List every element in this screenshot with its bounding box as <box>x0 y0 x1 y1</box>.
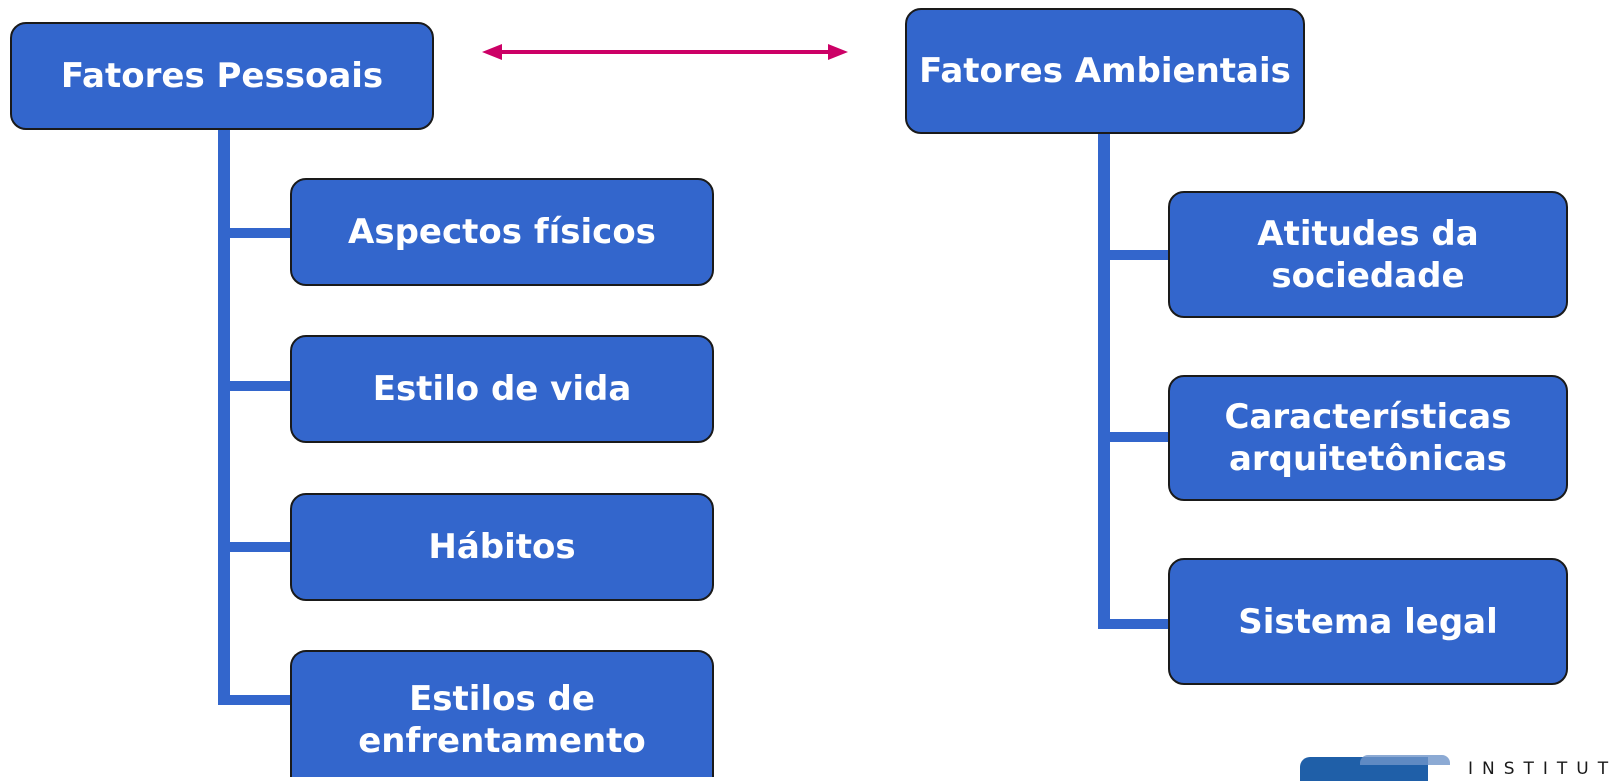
habitos-label: Hábitos <box>428 527 576 567</box>
logo-swoosh-accent-icon <box>1360 755 1450 765</box>
left-branch-2 <box>218 381 294 391</box>
institute-logo: INSTITUTO <box>1300 755 1618 781</box>
logo-text: INSTITUTO <box>1468 759 1618 779</box>
right-trunk-line <box>1098 132 1110 627</box>
left-branch-1 <box>218 228 294 238</box>
aspectos-fisicos-label: Aspectos físicos <box>348 212 656 252</box>
atitudes-da-sociedade-label: Atitudes da sociedade <box>1257 213 1479 296</box>
fatores-pessoais-box: Fatores Pessoais <box>10 22 434 130</box>
caracteristicas-arquitetonicas-box: Características arquitetônicas <box>1168 375 1568 501</box>
bidirectional-arrow-icon <box>482 44 848 60</box>
fatores-ambientais-box: Fatores Ambientais <box>905 8 1305 134</box>
estilo-de-vida-label: Estilo de vida <box>372 369 632 409</box>
caracteristicas-arquitetonicas-label: Características arquitetônicas <box>1224 397 1512 479</box>
sistema-legal-box: Sistema legal <box>1168 558 1568 685</box>
right-branch-2 <box>1098 432 1172 442</box>
atitudes-da-sociedade-box: Atitudes da sociedade <box>1168 191 1568 318</box>
estilos-de-enfrentamento-label: Estilos de enfrentamento <box>358 678 646 761</box>
estilo-de-vida-box: Estilo de vida <box>290 335 714 443</box>
left-branch-3 <box>218 542 294 552</box>
right-branch-1 <box>1098 250 1172 260</box>
habitos-box: Hábitos <box>290 493 714 601</box>
right-branch-3 <box>1098 619 1172 629</box>
fatores-pessoais-label: Fatores Pessoais <box>60 56 384 96</box>
fatores-ambientais-label: Fatores Ambientais <box>919 51 1291 91</box>
left-trunk-line <box>218 128 230 703</box>
aspectos-fisicos-box: Aspectos físicos <box>290 178 714 286</box>
left-branch-4 <box>218 695 294 705</box>
estilos-de-enfrentamento-box: Estilos de enfrentamento <box>290 650 714 777</box>
sistema-legal-label: Sistema legal <box>1238 601 1498 642</box>
